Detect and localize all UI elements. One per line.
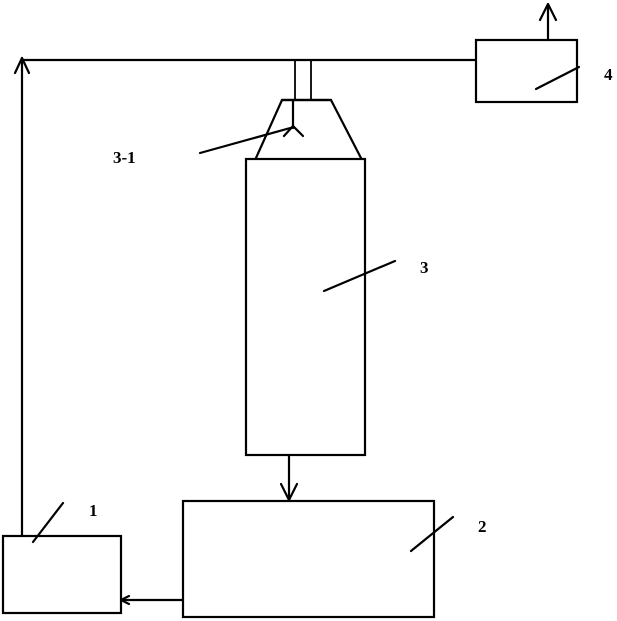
- leader-unit-1: [31, 501, 65, 544]
- unit-2-to-unit-1-arrowhead: [119, 594, 131, 606]
- leader-unit-2: [409, 515, 455, 553]
- spray-hood-cone: [254, 98, 364, 162]
- leader-unit-3: [322, 259, 397, 293]
- box-unit-2: [181, 499, 436, 619]
- label-unit-4: 4: [604, 65, 613, 84]
- spray-nozzle: [282, 99, 305, 138]
- label-unit-3: 3: [420, 258, 429, 277]
- label-unit-2: 2: [478, 517, 487, 536]
- left-riser-arrowhead: [13, 56, 31, 75]
- label-unit-1: 1: [89, 501, 98, 520]
- label-unit-3-1: 3-1: [113, 148, 136, 167]
- leader-unit-3-1: [198, 125, 296, 155]
- box-unit-1: [1, 534, 123, 615]
- unit-4-outlet-arrowhead: [538, 2, 558, 22]
- leader-unit-4: [534, 65, 581, 91]
- tower-unit-3: [244, 157, 367, 457]
- box-unit-4: [474, 38, 579, 104]
